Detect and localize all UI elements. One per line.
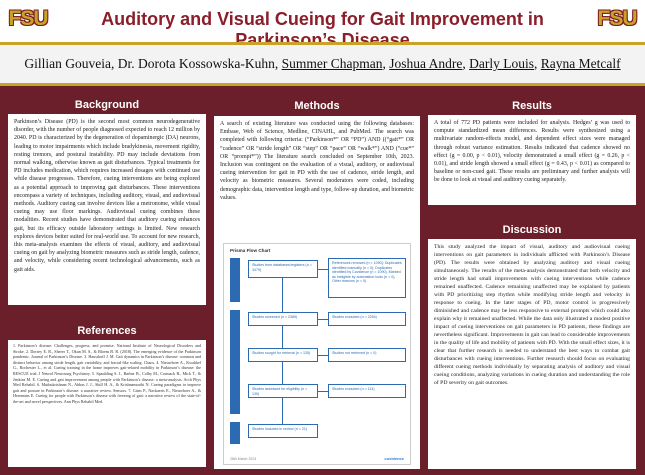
results-heading: Results: [428, 97, 636, 115]
background-text: Parkinson’s Disease (PD) is the second m…: [14, 119, 200, 273]
prisma-date: 28th March 2024: [230, 457, 257, 461]
prisma-flow-chart: Prisma Flow Chart Studies from databases…: [223, 243, 411, 465]
author: Dr. Dorota Kossowska-Kuhn: [117, 56, 275, 71]
fsu-logo-right: FSU: [597, 7, 638, 30]
background-heading: Background: [8, 97, 206, 114]
author: Summer Chapman: [281, 56, 383, 71]
arrow: [318, 269, 328, 270]
prisma-box-included: Studies included in review (n = 21): [248, 424, 318, 438]
prisma-box-excluded-eligibility: Studies excluded (n = 114): [328, 384, 406, 398]
methods-heading: Methods: [214, 97, 420, 116]
gold-divider-top: [0, 42, 645, 45]
fsu-logo-left: FSU: [8, 7, 49, 30]
discussion-text: This study analyzed the impact of visual…: [434, 244, 630, 386]
stage-included: [230, 422, 240, 444]
references-panel: References 1. Parkinson’s disease: Chall…: [8, 322, 206, 467]
author-list: Gillian Gouveia, Dr. Dorota Kossowska-Ku…: [24, 56, 621, 71]
methods-text: A search of existing literature was cond…: [220, 121, 415, 201]
author: Joshua Andre: [389, 56, 463, 71]
references-text: 1. Parkinson’s disease: Challenges, prog…: [13, 343, 201, 404]
results-panel: Results A total of 772 PD patients were …: [428, 97, 636, 205]
prisma-box-screened: Studies screened (n = 2389): [248, 312, 318, 326]
gold-divider-bottom: [0, 83, 645, 86]
covidence-logo: covidence: [384, 456, 404, 461]
author: Rayna Metcalf: [540, 56, 621, 71]
author: Gillian Gouveia: [24, 56, 112, 71]
title-bar: FSU Auditory and Visual Cueing for Gait …: [0, 0, 645, 50]
methods-panel: Methods A search of existing literature …: [214, 97, 420, 469]
results-text: A total of 772 PD patients were included…: [434, 120, 630, 184]
prisma-title: Prisma Flow Chart: [230, 248, 271, 253]
prisma-box-not-retrieved: Studies not retrieved (n = 0): [328, 348, 406, 362]
arrow: [318, 319, 328, 320]
background-panel: Background Parkinson’s Disease (PD) is t…: [8, 97, 206, 305]
discussion-panel: Discussion This study analyzed the impac…: [428, 222, 636, 469]
arrow: [282, 278, 283, 312]
prisma-box-removed: References removed (n = 1090): Duplicate…: [328, 258, 406, 298]
prisma-box-identified: Studies from databases/registers (n = 34…: [248, 260, 318, 278]
prisma-box-assessed: Studies assessed for eligibility (n = 13…: [248, 384, 318, 398]
prisma-box-excluded-screen: Studies excluded (n = 2254): [328, 312, 406, 326]
arrow: [282, 362, 283, 384]
discussion-heading: Discussion: [428, 222, 636, 239]
authors-bar: Gillian Gouveia, Dr. Dorota Kossowska-Ku…: [0, 45, 645, 83]
author: Darly Louis: [469, 56, 534, 71]
prisma-box-sought: Studies sought for retrieval (n = 135): [248, 348, 318, 362]
arrow: [318, 391, 328, 392]
arrow: [318, 355, 328, 356]
stage-identification: [230, 258, 240, 302]
arrow: [282, 326, 283, 348]
references-heading: References: [8, 322, 206, 340]
stage-screening: [230, 310, 240, 414]
arrow: [282, 398, 283, 424]
